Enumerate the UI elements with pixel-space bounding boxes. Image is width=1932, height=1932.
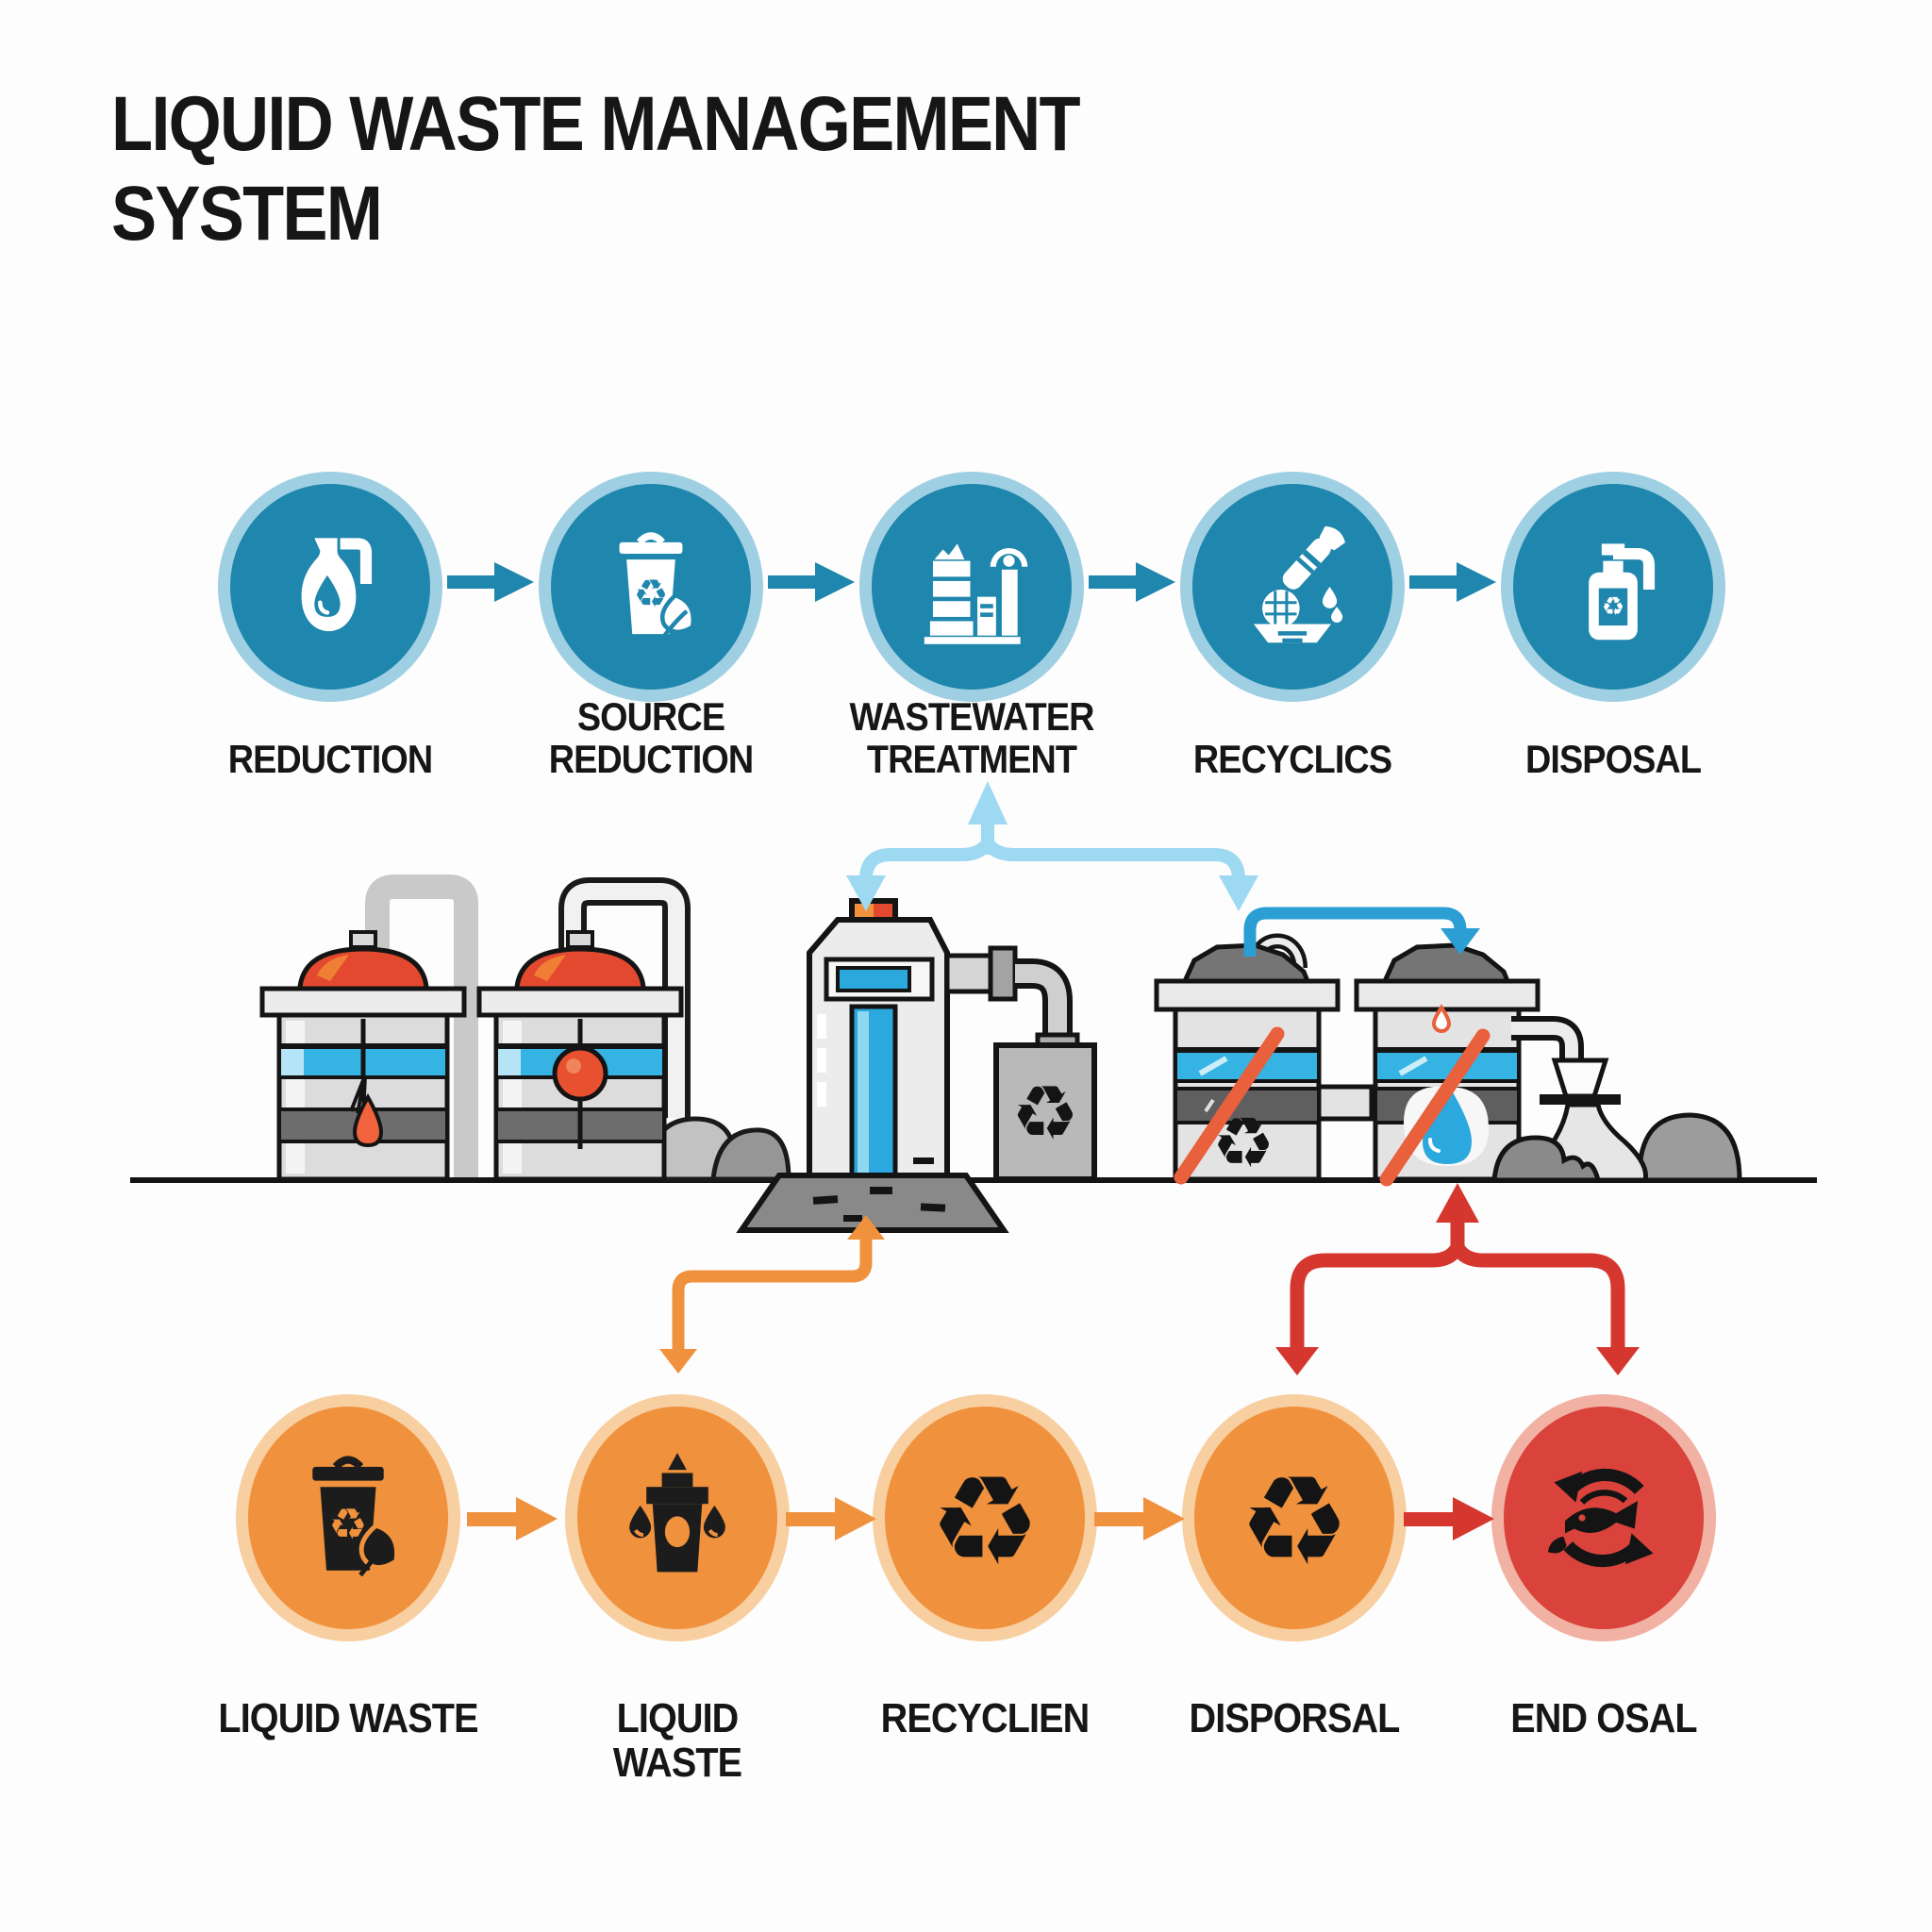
step-label: END OSAL [1510, 1695, 1697, 1741]
recycle-icon: ♻ [929, 1449, 1041, 1593]
step-recyclien-circle: ♻ [873, 1394, 1097, 1641]
step-disposal-disc: ♻ [1513, 484, 1713, 690]
step-liquid-waste-2-disc [577, 1407, 777, 1629]
step-label: LIQUID WASTE [218, 1695, 478, 1741]
recycle-box: ♻ [993, 1042, 1097, 1182]
step-disposal-circle: ♻ [1501, 472, 1725, 702]
no-slash [1174, 1026, 1285, 1185]
lab-filter-bowl-icon [1253, 525, 1345, 643]
step-reduction-disc [230, 484, 430, 690]
step-liquid-waste-1-disc: ♻ [248, 1407, 448, 1629]
right-mound-big [1637, 1112, 1742, 1183]
liquid-compactor-icon [629, 1453, 725, 1573]
step-label: RECYCLIEN [880, 1695, 1091, 1741]
tank-lid-lump [1381, 942, 1511, 984]
treatment-plant-icon [924, 543, 1028, 644]
orange-s-arrow [659, 1215, 885, 1374]
end-cycle-fish-icon [1547, 1468, 1654, 1568]
step-disporsal-label: DISPORSAL [1106, 1696, 1483, 1740]
recycle-icon: ♻ [1239, 1449, 1350, 1593]
no-slash [1379, 1028, 1491, 1187]
red-bracket-arrow [1275, 1183, 1640, 1375]
step-recyclien-disc: ♻ [885, 1407, 1085, 1629]
tank-bridge [1316, 1084, 1374, 1122]
step-liquid-waste-2-label: LIQUID WASTE [564, 1696, 791, 1785]
jug-drop-icon [301, 538, 373, 632]
waste-bin-leaf-icon: ♻ [312, 1456, 400, 1577]
top-flow-arrow-1 [447, 560, 534, 608]
step-wastewater-treatment-circle [859, 472, 1084, 702]
tank-dome [297, 946, 429, 993]
machine-window [836, 966, 911, 992]
storage-tank-1 [259, 930, 467, 1182]
step-source-reduction-disc: ♻ [551, 484, 751, 690]
bottom-flow-arrow-1 [467, 1494, 558, 1548]
tank2-pipe [564, 883, 685, 1118]
center-mound-dark [710, 1127, 791, 1182]
top-flow-arrow-4 [1409, 560, 1496, 608]
top-flow-arrow-3 [1089, 560, 1175, 608]
recycle-bin-leaf-icon: ♻ [619, 532, 696, 641]
step-end-osal-disc [1504, 1407, 1704, 1629]
svg-text:♻: ♻ [1602, 592, 1625, 622]
step-label: DISPORSAL [1189, 1695, 1401, 1741]
step-source-reduction-circle: ♻ [539, 472, 763, 702]
step-end-osal-label: END OSAL [1415, 1696, 1792, 1740]
page-title: LIQUID WASTE MANAGEMENT SYSTEM [111, 79, 1081, 258]
step-label: RECYCLICS [1192, 737, 1392, 782]
recycle-icon: ♻ [1011, 1070, 1079, 1158]
step-disposal-label-slot: DISPOSAL [1462, 698, 1764, 781]
pale-blue-bracket-arrow [846, 781, 1258, 911]
step-label: DISPOSAL [1524, 737, 1702, 782]
step-wastewater-treatment-label-slot: WASTEWATER TREATMENT [821, 694, 1123, 782]
step-wastewater-treatment-disc [872, 484, 1072, 690]
tank-dome [514, 946, 646, 993]
step-end-osal-circle [1491, 1394, 1716, 1641]
page-title-line1: LIQUID WASTE MANAGEMENT [111, 81, 1081, 167]
step-liquid-waste-1-circle: ♻ [236, 1394, 460, 1641]
tank-valve [552, 1045, 608, 1102]
tank1-pipe [365, 874, 478, 1177]
right-mound-dark [1491, 1135, 1602, 1183]
step-recyclics-circle [1180, 472, 1405, 702]
machine-mat [736, 1173, 1009, 1233]
step-reduction-circle [218, 472, 442, 702]
tiny-drop [1431, 1004, 1452, 1033]
bottom-flow-arrow-2 [786, 1494, 876, 1548]
step-label: WASTEWATER TREATMENT [849, 694, 1094, 782]
crossed-tank-drop [1354, 942, 1541, 1187]
crossed-tank-recycle: ♻ [1154, 933, 1341, 1185]
bottom-flow-arrow-4 [1404, 1494, 1494, 1548]
step-disporsal-circle: ♻ [1182, 1394, 1407, 1641]
svg-text:♻: ♻ [1239, 1449, 1350, 1593]
step-recyclics-disc [1192, 484, 1392, 690]
step-reduction-label-slot: REDUCTION [179, 698, 481, 781]
step-liquid-waste-2-circle [565, 1394, 790, 1641]
leak-drop [352, 1092, 384, 1148]
step-label: SOURCE REDUCTION [548, 694, 755, 782]
step-label: REDUCTION [227, 737, 434, 782]
bottom-flow-arrow-3 [1094, 1494, 1185, 1548]
step-liquid-waste-1-label: LIQUID WASTE [159, 1696, 537, 1740]
step-disporsal-disc: ♻ [1194, 1407, 1394, 1629]
step-recyclics-label-slot: RECYCLICS [1141, 698, 1443, 781]
blue-elbow-arrow [1243, 907, 1480, 957]
step-source-reduction-label-slot: SOURCE REDUCTION [500, 694, 802, 782]
step-label: LIQUID WASTE [612, 1695, 742, 1787]
top-flow-arrow-2 [768, 560, 855, 608]
soap-dispenser-icon: ♻ [1589, 543, 1656, 641]
step-recyclien-label: RECYCLIEN [796, 1696, 1174, 1740]
svg-text:♻: ♻ [929, 1449, 1041, 1593]
storage-tank-2 [476, 930, 684, 1182]
water-drop [1423, 1083, 1472, 1164]
page-title-line2: SYSTEM [111, 171, 383, 258]
